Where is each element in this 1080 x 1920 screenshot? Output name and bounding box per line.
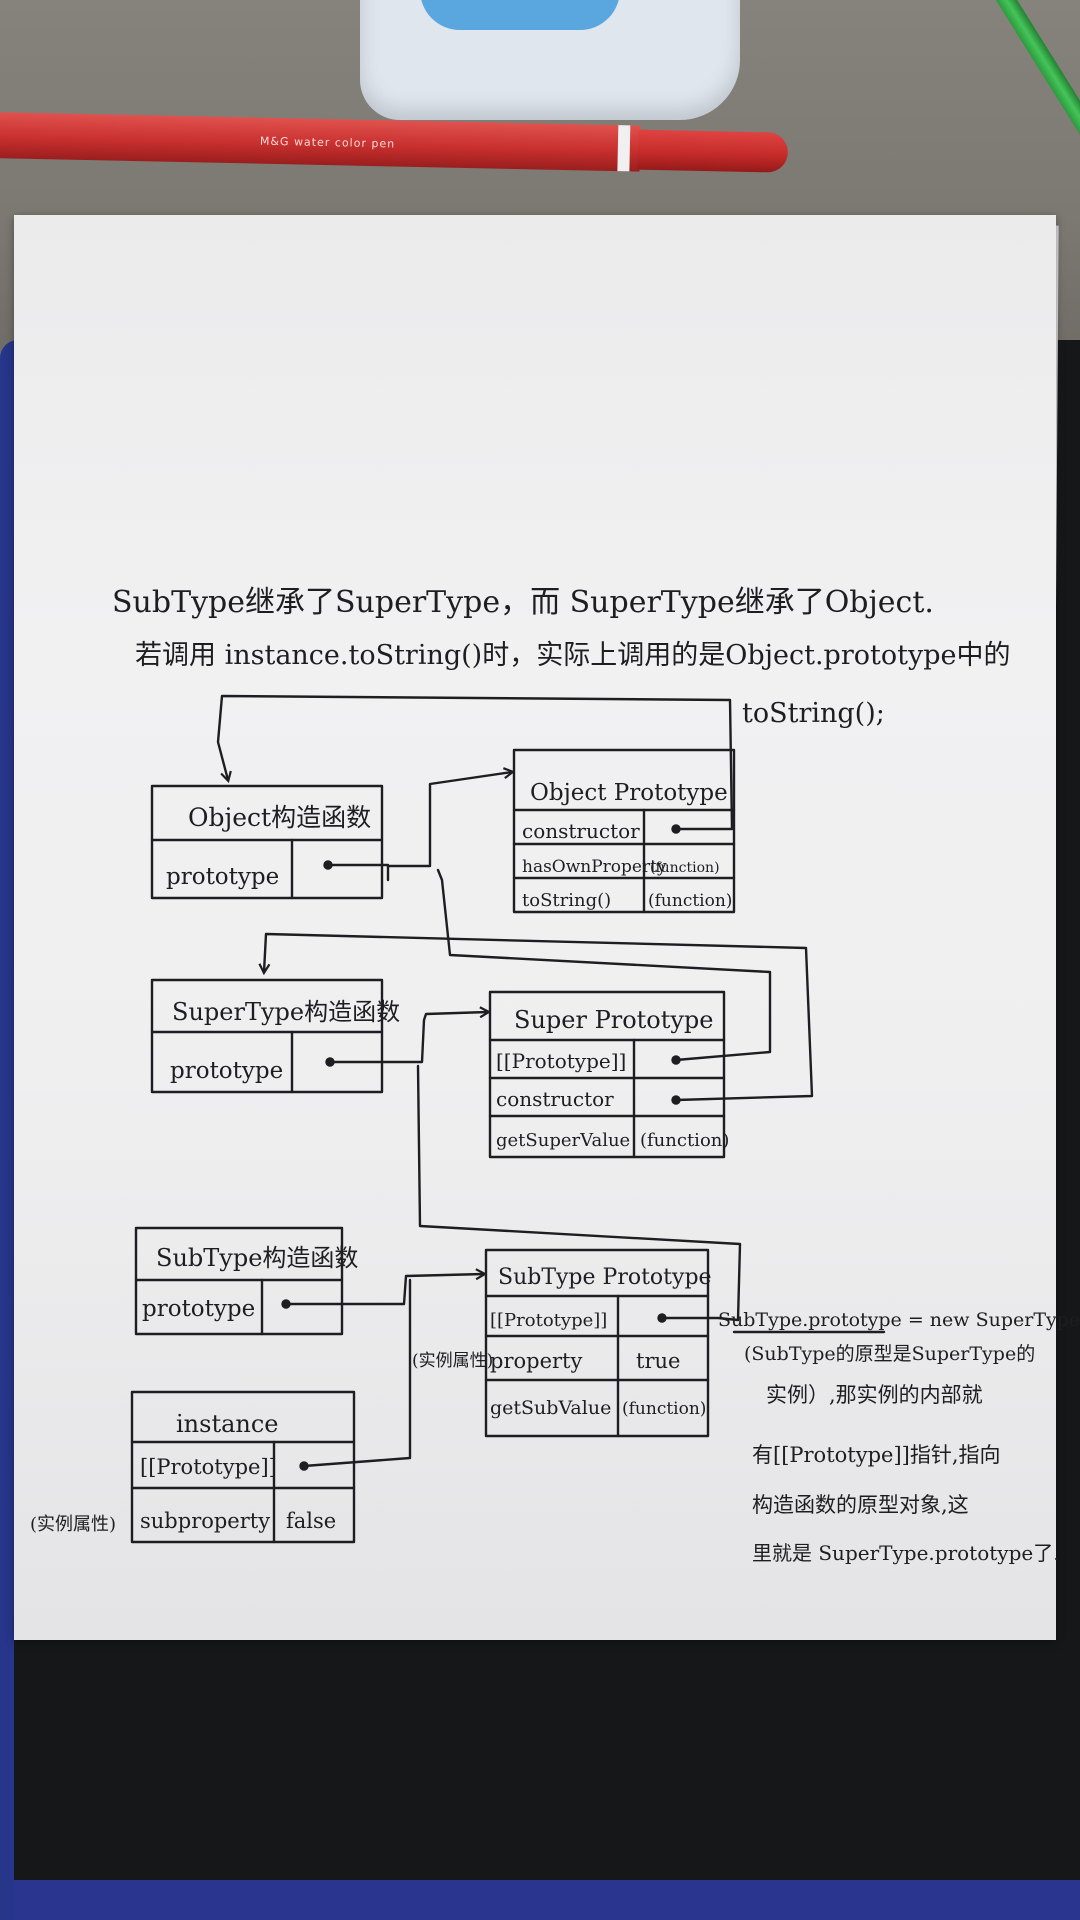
object-prototype-title: Object Prototype bbox=[530, 780, 728, 806]
annotation-line-5: 构造函数的原型对象,这 bbox=[752, 1493, 969, 1517]
super-prototype-title: Super Prototype bbox=[514, 1006, 714, 1034]
supertype-constructor-box: SuperType构造函数 prototype bbox=[150, 978, 400, 1094]
super-prototype-row-prototype: [[Prototype]] bbox=[496, 1049, 626, 1073]
instance-row-subproperty: subproperty bbox=[140, 1509, 270, 1533]
subtype-instance-property-label: (实例属性) bbox=[412, 1351, 493, 1371]
toy-packaging-decoration bbox=[420, 0, 620, 30]
arrow-sub-internal-prototype bbox=[416, 1064, 742, 1322]
prototype-assignment-annotation: SubType.prototype = new SuperType() (Sub… bbox=[718, 1309, 1080, 1565]
arrow-super-internal-prototype bbox=[436, 868, 772, 1062]
object-prototype-row-tostring: toString() bbox=[522, 890, 611, 911]
arrow-super-constructor-back bbox=[264, 932, 814, 1102]
subtype-prototype-title: SubType Prototype bbox=[498, 1265, 712, 1290]
subtype-prototype-row-prototype: [[Prototype]] bbox=[490, 1310, 607, 1331]
super-prototype-row-getsupervalue: getSuperValue bbox=[496, 1130, 630, 1151]
object-prototype-row-constructor: constructor bbox=[522, 819, 640, 843]
notebook-paper bbox=[14, 215, 1056, 1640]
object-constructor-title: Object构造函数 bbox=[188, 803, 371, 832]
annotation-line-3: 实例）,那实例的内部就 bbox=[766, 1383, 983, 1407]
object-constructor-prototype-label: prototype bbox=[166, 864, 279, 890]
super-prototype-row-getsupervalue-value: (function) bbox=[640, 1130, 729, 1151]
annotation-line-1: SubType.prototype = new SuperType() bbox=[718, 1309, 1080, 1331]
instance-property-label: (实例属性) bbox=[30, 1514, 116, 1535]
instance-title: instance bbox=[176, 1410, 279, 1438]
annotation-line-6: 里就是 SuperType.prototype了. bbox=[752, 1541, 1060, 1565]
arrow-object-constructor-back bbox=[216, 694, 734, 831]
subtype-prototype-box: SubType Prototype [[Prototype]] property… bbox=[412, 1248, 712, 1438]
subtype-constructor-prototype-label: prototype bbox=[142, 1296, 255, 1322]
object-prototype-box: Object Prototype constructor hasOwnPrope… bbox=[512, 748, 736, 914]
subtype-prototype-row-property: property bbox=[490, 1349, 582, 1373]
arrow-sub-prototype-link bbox=[284, 1274, 484, 1306]
annotation-line-4: 有[[Prototype]]指针,指向 bbox=[752, 1443, 1001, 1467]
desk-mat-border bbox=[14, 1880, 1080, 1920]
arrow-object-prototype-link bbox=[326, 772, 512, 882]
arrow-super-prototype-link bbox=[328, 1012, 488, 1064]
object-prototype-row-hasownproperty-value: (function) bbox=[650, 860, 720, 876]
note-line-tostring-call: 若调用 instance.toString()时，实际上调用的是Object.p… bbox=[135, 640, 1010, 671]
arrow-instance-prototype-link bbox=[302, 1278, 412, 1468]
object-prototype-row-hasownproperty: hasOwnProperty bbox=[522, 857, 667, 877]
supertype-constructor-title: SuperType构造函数 bbox=[172, 998, 400, 1026]
instance-row-subproperty-value: false bbox=[286, 1509, 336, 1533]
note-line-tostring-end: toString(); bbox=[742, 698, 885, 729]
subtype-prototype-row-getsubvalue: getSubValue bbox=[490, 1397, 611, 1419]
super-prototype-row-constructor: constructor bbox=[496, 1087, 614, 1111]
instance-box: instance [[Prototype]] subproperty false… bbox=[30, 1390, 356, 1544]
subtype-constructor-title: SubType构造函数 bbox=[156, 1244, 358, 1272]
supertype-constructor-prototype-label: prototype bbox=[170, 1058, 283, 1084]
subtype-constructor-box: SubType构造函数 prototype bbox=[134, 1226, 358, 1336]
annotation-line-2: (SubType的原型是SuperType的 bbox=[744, 1343, 1035, 1365]
object-prototype-row-tostring-value: (function) bbox=[648, 891, 732, 911]
toy-packaging bbox=[360, 0, 740, 120]
subtype-prototype-row-property-value: true bbox=[636, 1349, 680, 1373]
note-line-inheritance: SubType继承了SuperType，而 SuperType继承了Object… bbox=[112, 585, 934, 620]
object-constructor-box: Object构造函数 prototype bbox=[150, 784, 384, 900]
instance-row-prototype: [[Prototype]] bbox=[140, 1455, 277, 1479]
super-prototype-box: Super Prototype [[Prototype]] constructo… bbox=[488, 990, 729, 1159]
subtype-prototype-row-getsubvalue-value: (function) bbox=[622, 1399, 706, 1419]
